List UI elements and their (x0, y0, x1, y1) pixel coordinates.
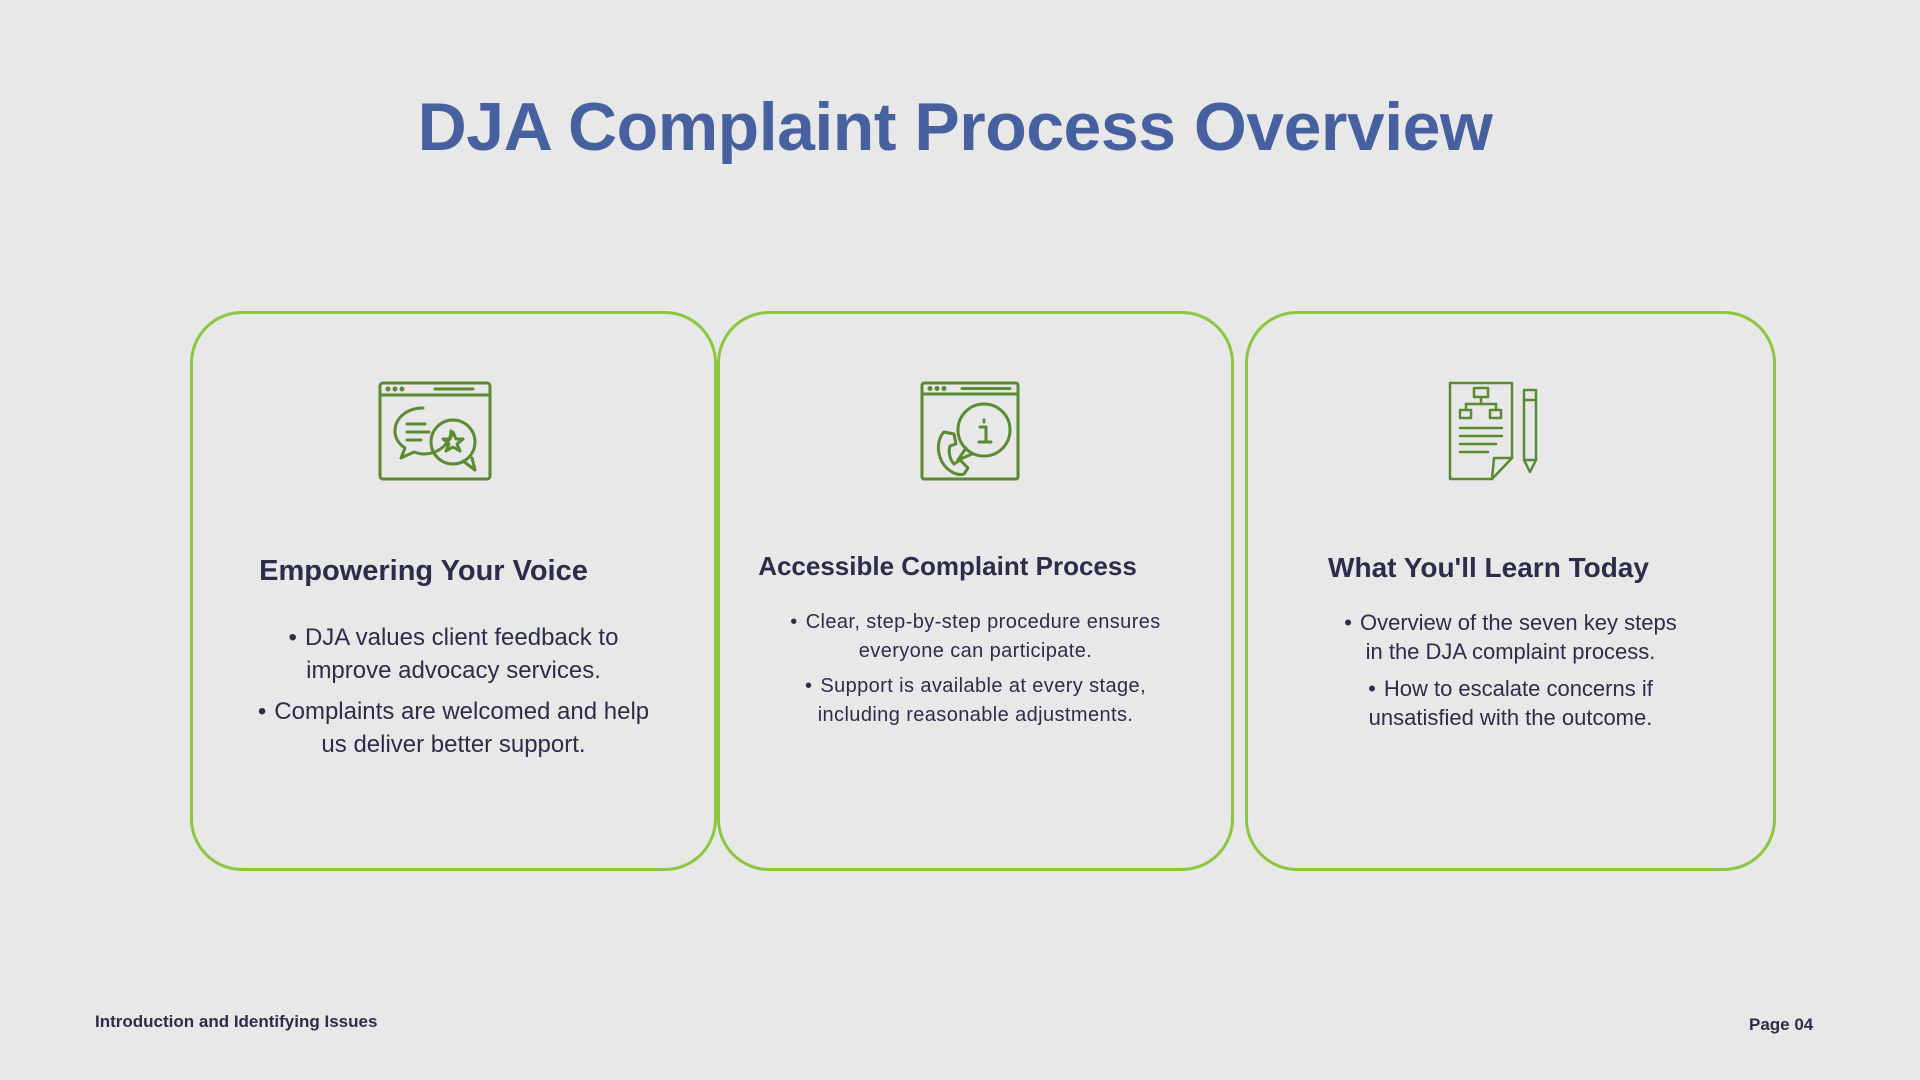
card-what-youll-learn-today: What You'll Learn Today •Overview of the… (1245, 311, 1776, 871)
footer-section-label: Introduction and Identifying Issues (95, 1012, 378, 1031)
page-number: Page 04 (1749, 1015, 1814, 1034)
card-heading: What You'll Learn Today (1328, 552, 1649, 583)
card-heading: Accessible Complaint Process (758, 551, 1137, 581)
feedback-chat-star-icon (377, 380, 493, 484)
card-accessible-complaint-process: Accessible Complaint Process •Clear, ste… (717, 311, 1234, 871)
phone-info-browser-icon (912, 380, 1028, 484)
card-empowering-your-voice: Empowering Your Voice •DJA values client… (190, 311, 717, 871)
document-flowchart-pencil-icon (1432, 380, 1548, 484)
card-heading: Empowering Your Voice (259, 555, 588, 587)
slide-title: DJA Complaint Process Overview (417, 89, 1493, 165)
list-item: •Support is available at every stage,inc… (804, 675, 1147, 726)
